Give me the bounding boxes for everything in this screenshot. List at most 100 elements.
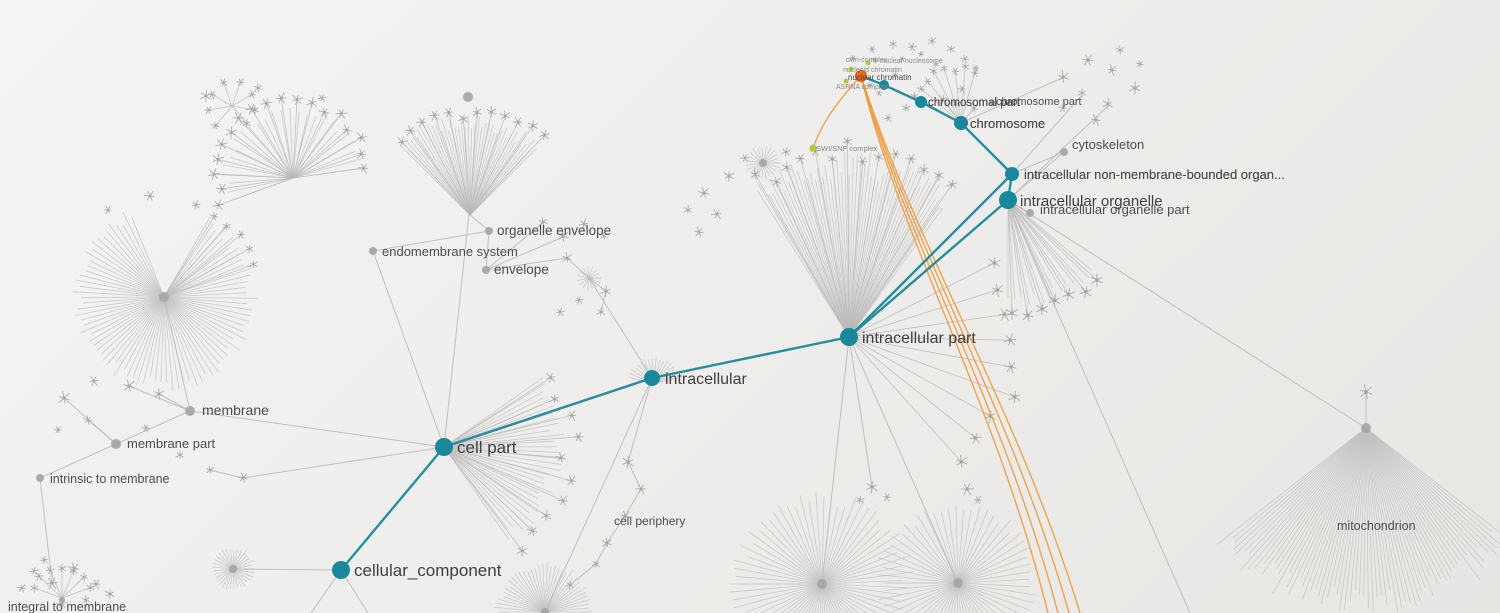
path-node-cell-part[interactable]	[435, 438, 453, 456]
leaf-burst-icon	[29, 583, 39, 593]
green-term-node[interactable]	[843, 78, 849, 84]
edge	[518, 571, 546, 613]
edge	[469, 130, 519, 216]
edge	[754, 174, 850, 338]
leaf-burst-icon	[556, 307, 565, 317]
edge	[93, 296, 165, 347]
term-node[interactable]	[482, 266, 490, 274]
term-label: organelle envelope	[497, 223, 611, 238]
term-node[interactable]	[463, 92, 473, 102]
term-node[interactable]	[817, 579, 827, 589]
leaf-burst-icon	[1091, 114, 1101, 126]
leaf-burst-icon	[991, 283, 1004, 298]
path-node-intracellular-part[interactable]	[840, 328, 858, 346]
edge	[122, 212, 165, 298]
leaf-burst-icon	[548, 394, 560, 404]
edge	[848, 168, 898, 338]
term-node[interactable]	[1361, 423, 1371, 433]
edge	[1007, 199, 1043, 310]
edge	[163, 296, 190, 382]
path-node-intracellular[interactable]	[644, 370, 660, 386]
term-node[interactable]	[1026, 209, 1034, 217]
edge	[163, 296, 191, 412]
edge	[232, 568, 342, 571]
edge	[821, 533, 900, 585]
term-node[interactable]	[953, 578, 963, 588]
edge	[759, 583, 823, 613]
term-node[interactable]	[36, 474, 44, 482]
term-node[interactable]	[185, 406, 195, 416]
term-node[interactable]	[59, 597, 65, 603]
path-node-chromatin[interactable]	[879, 80, 889, 90]
edge	[957, 582, 971, 613]
edge	[821, 583, 845, 613]
leaf-burst-icon	[898, 55, 906, 63]
leaf-burst-icon	[575, 296, 584, 305]
edge	[848, 161, 864, 338]
path-node-chromosome[interactable]	[954, 116, 968, 130]
edge	[223, 82, 233, 107]
edge	[960, 66, 966, 124]
edge	[1365, 427, 1498, 549]
edge	[163, 248, 250, 298]
edge	[848, 336, 873, 488]
leaf-burst-icon	[232, 112, 245, 124]
edge	[836, 160, 850, 338]
term-node[interactable]	[1060, 148, 1068, 156]
term-node[interactable]	[759, 159, 767, 167]
edge	[821, 336, 850, 585]
edge	[544, 586, 581, 613]
edge	[292, 113, 342, 179]
edge	[292, 112, 325, 179]
edge	[503, 596, 546, 613]
term-node[interactable]	[111, 439, 121, 449]
edge	[1232, 427, 1367, 539]
green-term-node[interactable]	[809, 144, 817, 152]
edge	[821, 530, 891, 585]
term-label: endomembrane system	[382, 244, 518, 259]
term-node[interactable]	[159, 292, 169, 302]
edge	[340, 446, 445, 571]
path-node-intracellular-organelle[interactable]	[999, 191, 1017, 209]
selected-term-node[interactable]	[855, 70, 867, 82]
green-term-node[interactable]	[848, 66, 854, 72]
edge	[443, 397, 544, 448]
path-node-cellular_component[interactable]	[332, 561, 350, 579]
edge	[929, 582, 959, 613]
highlight-edge	[813, 75, 862, 147]
leaf-burst-icon	[960, 55, 969, 64]
term-node[interactable]	[229, 565, 237, 573]
leaf-burst-icon	[873, 151, 884, 162]
edge	[544, 568, 560, 613]
edge	[848, 158, 854, 338]
edge	[1365, 427, 1390, 590]
green-term-node[interactable]	[865, 60, 871, 66]
edge	[1261, 427, 1367, 575]
path-node-chromosomal-part[interactable]	[915, 96, 927, 108]
leaf-burst-icon	[212, 153, 224, 166]
edge	[280, 98, 294, 179]
edge	[443, 446, 533, 532]
edge	[230, 156, 294, 179]
edge	[821, 583, 860, 613]
term-node[interactable]	[369, 247, 377, 255]
term-node[interactable]	[541, 608, 549, 613]
edge	[469, 127, 473, 216]
edge	[1365, 427, 1453, 572]
edge	[222, 164, 294, 179]
term-node[interactable]	[485, 227, 493, 235]
edge	[218, 177, 294, 206]
edge	[1365, 427, 1439, 584]
edge	[163, 296, 228, 349]
path-node-intracellular-non-membrane-bounded-organelle[interactable]	[1005, 167, 1019, 181]
term-node[interactable]	[990, 100, 996, 106]
edge	[1240, 427, 1367, 571]
edge	[443, 391, 544, 448]
edge	[292, 133, 349, 179]
edge	[131, 217, 165, 298]
edge	[163, 296, 220, 364]
leaf-burst-icon	[236, 78, 245, 86]
edge	[115, 410, 191, 445]
edge	[821, 583, 901, 595]
